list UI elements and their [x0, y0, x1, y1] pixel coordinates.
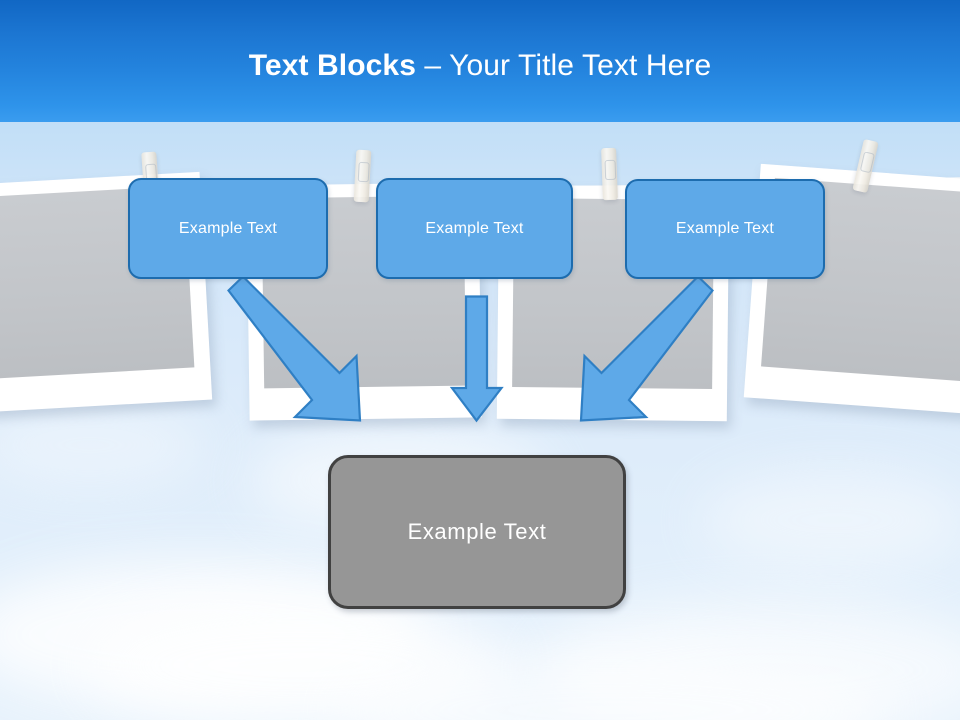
text-block-1-label: Example Text: [178, 219, 278, 237]
title-bar: Text Blocks – Your Title Text Here: [0, 0, 960, 122]
result-block-label: Example Text: [407, 519, 547, 544]
text-block-3-label: Example Text: [675, 220, 775, 237]
text-block-2[interactable]: Example Text: [376, 178, 573, 279]
clothespin-icon: [353, 149, 372, 203]
text-block-3[interactable]: Example Text: [625, 179, 825, 279]
result-block[interactable]: Example Text: [328, 455, 626, 609]
page-title-rest: – Your Title Text Here: [416, 49, 712, 82]
page-title-strong: Text Blocks: [248, 49, 416, 82]
page-title: Text Blocks – Your Title Text Here: [0, 48, 960, 84]
text-block-2-label: Example Text: [425, 219, 524, 237]
clothespin-icon: [601, 147, 618, 201]
text-block-1[interactable]: Example Text: [128, 178, 328, 279]
